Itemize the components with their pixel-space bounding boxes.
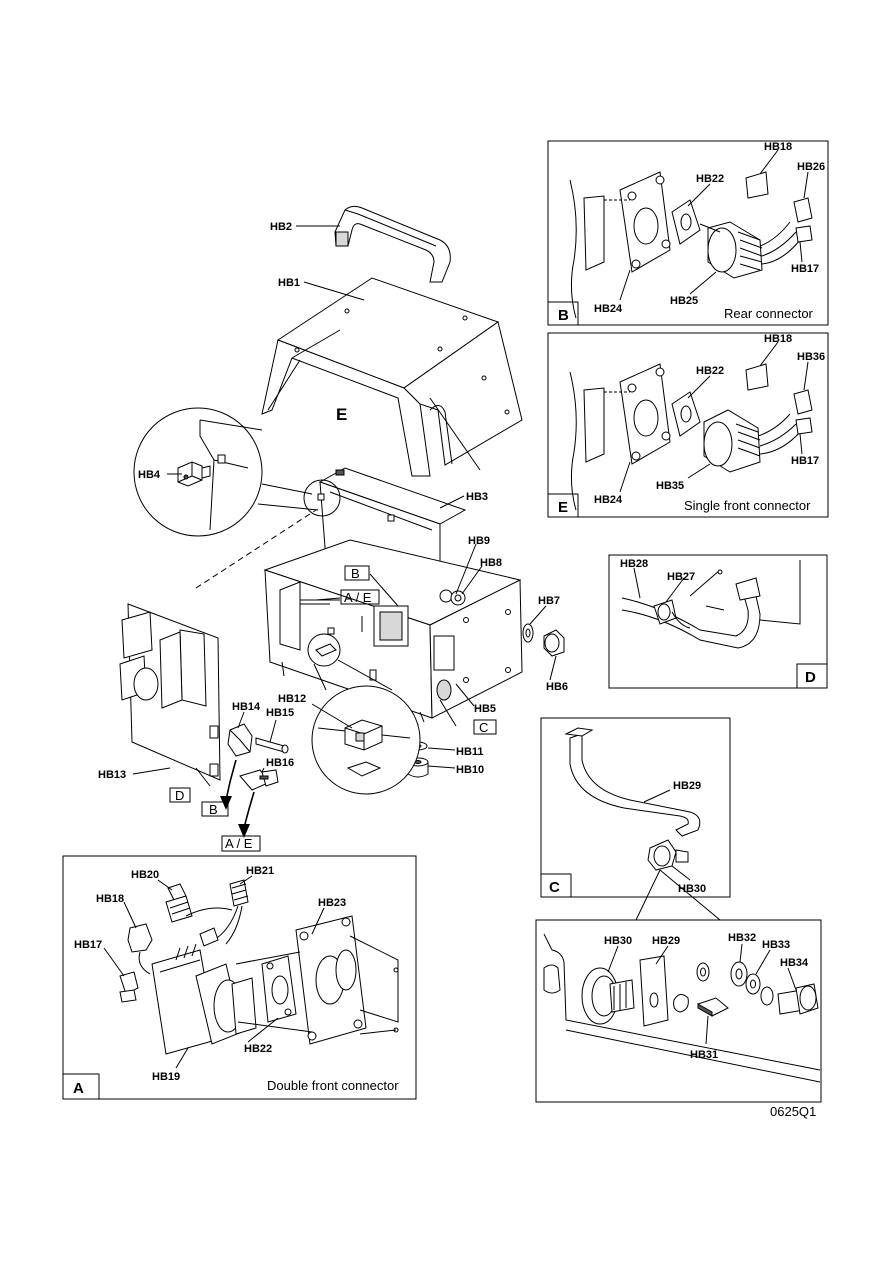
panel-c-letter: C — [549, 879, 560, 896]
panel-a-hb18: HB18 — [96, 893, 124, 905]
label-hb1: HB1 — [278, 277, 300, 289]
direction-arrows — [220, 759, 255, 838]
svg-text:A / E: A / E — [344, 590, 372, 605]
label-hb7: HB7 — [538, 595, 560, 607]
panel-a-hb17: HB17 — [74, 939, 102, 951]
main-leader-lines — [132, 225, 557, 787]
cover-hb1 — [261, 277, 523, 477]
panel-a-hb22: HB22 — [244, 1043, 272, 1055]
ref-box-c: C — [473, 719, 497, 735]
panel-b-letter: B — [558, 307, 569, 324]
ref-box-d: D — [169, 787, 191, 803]
label-hb10: HB10 — [456, 764, 484, 776]
ref-box-b-bottom: B — [201, 801, 229, 817]
detail-hb31: HB31 — [690, 1049, 718, 1061]
panel-d-hb28: HB28 — [620, 558, 648, 570]
panel-b-rear-connector: B Rear connector HB18 HB26 HB22 HB17 HB2… — [547, 140, 829, 326]
label-hb2: HB2 — [270, 221, 292, 233]
plug-hb16 — [239, 769, 279, 791]
panel-b-hb26: HB26 — [797, 161, 825, 173]
detail-hb32: HB32 — [728, 932, 756, 944]
label-hb8: HB8 — [480, 557, 502, 569]
panel-a-hb23: HB23 — [318, 897, 346, 909]
svg-text:D: D — [175, 788, 184, 803]
zoom-circle-hb4 — [133, 407, 341, 537]
panel-a-hb20: HB20 — [131, 869, 159, 881]
label-hb5: HB5 — [474, 703, 496, 715]
label-hb16: HB16 — [266, 757, 294, 769]
panel-c-detail: HB30 HB29 HB32 HB33 HB34 HB31 — [535, 919, 822, 1103]
panel-c-hb30: HB30 — [678, 883, 706, 895]
main-exploded-view: HB2 HB1 E HB4 HB3 HB9 HB8 HB7 HB6 HB5 HB… — [98, 205, 568, 852]
svg-text:A / E: A / E — [225, 836, 253, 851]
nut-hb8-hb9 — [439, 589, 466, 606]
ref-box-ae-top: A / E — [340, 589, 380, 605]
panel-b-hb24: HB24 — [594, 303, 623, 315]
panel-a-caption: Double front connector — [267, 1078, 399, 1093]
label-hb6: HB6 — [546, 681, 568, 693]
ref-box-ae-bottom: A / E — [221, 835, 261, 852]
panel-a-hb21: HB21 — [246, 865, 274, 877]
label-hb14: HB14 — [232, 701, 261, 713]
plug-hb14 — [227, 723, 253, 757]
panel-e-letter: E — [558, 499, 568, 516]
panel-a-double-front-connector: A Double front connector HB20 HB21 HB18 … — [62, 855, 417, 1100]
detail-hb33: HB33 — [762, 939, 790, 951]
panel-e-hb24: HB24 — [594, 494, 623, 506]
panel-b-hb18: HB18 — [764, 141, 792, 153]
panel-b-hb25: HB25 — [670, 295, 698, 307]
panel-e-hb22: HB22 — [696, 365, 724, 377]
label-hb13: HB13 — [98, 769, 126, 781]
detail-hb34: HB34 — [780, 957, 809, 969]
panel-a-letter: A — [73, 1080, 84, 1097]
panel-a-hb19: HB19 — [152, 1071, 180, 1083]
pin-hb15 — [255, 737, 289, 754]
zoom-circle-hb12 — [307, 633, 421, 795]
ref-box-b-top: B — [344, 565, 370, 581]
detail-hb30: HB30 — [604, 935, 632, 947]
washer-hb7 — [522, 623, 534, 643]
figure-code: 0625Q1 — [770, 1104, 816, 1119]
panel-e-hb18: HB18 — [764, 333, 792, 345]
panel-c-ground-strap: C HB29 HB30 — [540, 717, 731, 921]
panel-e-hb17: HB17 — [791, 455, 819, 467]
detail-hb29: HB29 — [652, 935, 680, 947]
panel-e-hb35: HB35 — [656, 480, 684, 492]
panel-e-caption: Single front connector — [684, 498, 811, 513]
panel-b-caption: Rear connector — [724, 306, 814, 321]
svg-text:C: C — [479, 720, 488, 735]
label-hb12: HB12 — [278, 693, 306, 705]
panel-d-hb27: HB27 — [667, 571, 695, 583]
panel-d-cable-clamp: D HB28 HB27 — [608, 554, 828, 689]
label-hb9: HB9 — [468, 535, 490, 547]
panel-d-letter: D — [805, 669, 816, 686]
panel-e-single-front-connector: E Single front connector HB18 HB36 HB22 … — [547, 332, 829, 518]
pcb-hb13 — [119, 509, 317, 781]
label-hb15: HB15 — [266, 707, 294, 719]
panel-b-hb17: HB17 — [791, 263, 819, 275]
chassis-hb5 — [263, 539, 523, 723]
panel-e-hb36: HB36 — [797, 351, 825, 363]
panel-c-hb29: HB29 — [673, 780, 701, 792]
panel-b-hb22: HB22 — [696, 173, 724, 185]
view-letter-e: E — [336, 405, 347, 424]
label-hb11: HB11 — [456, 746, 484, 758]
svg-text:B: B — [209, 802, 218, 817]
svg-text:B: B — [351, 566, 360, 581]
handle-hb2 — [334, 205, 451, 283]
foot-hb6 — [543, 629, 565, 657]
label-hb4: HB4 — [138, 469, 161, 481]
label-hb3: HB3 — [466, 491, 488, 503]
